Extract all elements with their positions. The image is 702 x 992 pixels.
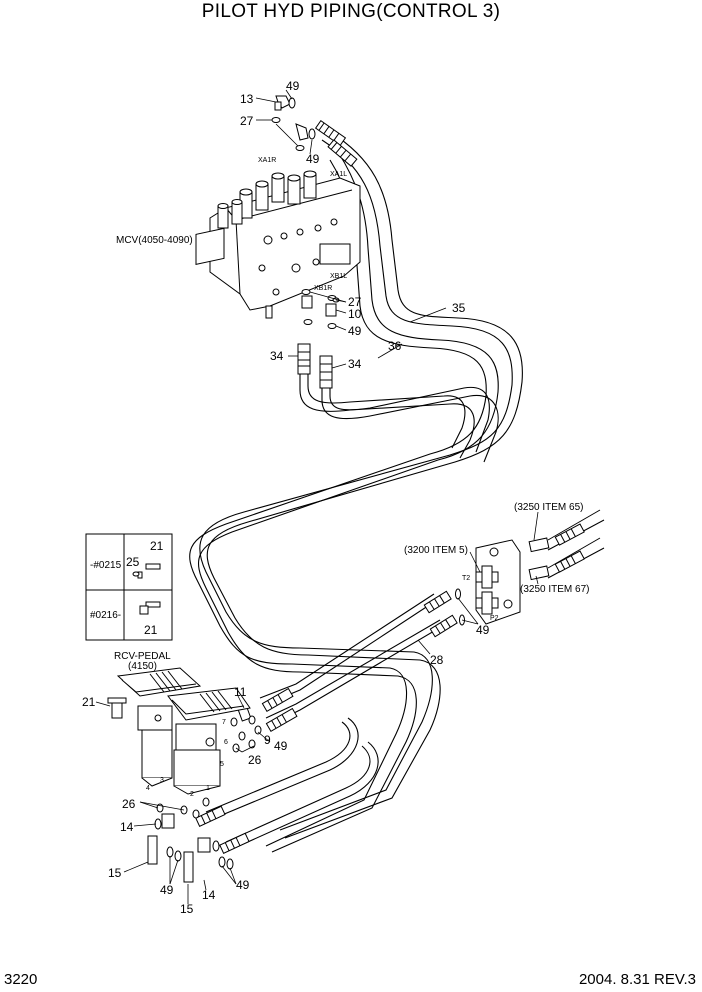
- callout-14-bottom: 14: [202, 888, 216, 902]
- inset-table: [85, 533, 173, 641]
- rcv-pedal-number: (4150): [128, 661, 157, 672]
- fitting-28-upper: [423, 590, 452, 614]
- callout-13: 13: [240, 92, 254, 106]
- callout-34-right: 34: [348, 357, 362, 371]
- mcv-label: MCV(4050-4090): [116, 235, 193, 246]
- port-6: 6: [224, 739, 228, 746]
- callout-15-left: 15: [108, 866, 122, 880]
- port-4: 4: [146, 785, 150, 792]
- callout-14-left: 14: [120, 820, 134, 834]
- connector-item67: [528, 565, 550, 581]
- hose-35-inner: [199, 139, 513, 831]
- fitting-34a: [297, 343, 311, 375]
- port-xb1l: XB1L: [330, 273, 347, 280]
- hose-36-outer: [198, 151, 499, 853]
- port-xb1r: XB1R: [314, 285, 332, 292]
- ref-3250-item65: (3250 ITEM 65): [514, 502, 583, 513]
- callout-27-low: 27: [348, 295, 362, 309]
- fitting-pedal-lower: [265, 707, 298, 733]
- callout-28: 28: [430, 653, 444, 667]
- ref-3200-item5: (3200 ITEM 5): [404, 545, 468, 556]
- port-3: 3: [160, 777, 164, 784]
- inset-part-25: 25: [126, 555, 140, 569]
- callout-34-left: 34: [270, 349, 284, 363]
- rcv-pedal-assembly: [107, 667, 251, 795]
- port-5: 5: [220, 761, 224, 768]
- oring-49-mid: [308, 128, 316, 140]
- page-title: PILOT HYD PIPING(CONTROL 3): [201, 1, 501, 22]
- callout-21-pedal: 21: [82, 695, 96, 709]
- elbow-27: [295, 123, 309, 141]
- hose-pedal-b-outer: [229, 741, 379, 851]
- fitting-top-b: [327, 139, 358, 167]
- revision-date: 2004. 8.31 REV.3: [578, 971, 696, 988]
- callout-26-b: 26: [122, 797, 136, 811]
- port-xa1l: XA1L: [330, 171, 347, 178]
- hose-28-lower-inner: [265, 619, 441, 719]
- callout-49-top: 49: [286, 79, 300, 93]
- port-p2: P2: [490, 615, 499, 622]
- mcv-valve-block: [195, 170, 361, 319]
- port-xa1r: XA1R: [258, 157, 276, 164]
- hose-34a-outer: [299, 370, 475, 459]
- fitting-bottom-b: [219, 832, 250, 854]
- callout-49-low: 49: [348, 324, 362, 338]
- callout-11: 11: [234, 685, 247, 699]
- callout-35: 35: [452, 301, 466, 315]
- fitting-pedal-upper: [261, 687, 294, 713]
- hose-34a-inner: [307, 368, 466, 449]
- hose-fittings: [195, 119, 458, 854]
- fitting-28-lower: [429, 614, 458, 638]
- fitting-bottom-a: [195, 805, 226, 827]
- fitting-top-a: [314, 119, 347, 146]
- leader-lines: [95, 89, 539, 904]
- callout-9: 9: [264, 733, 271, 747]
- hose-pedal-a-outer: [209, 717, 359, 821]
- hose-pedal-a-inner: [205, 721, 351, 813]
- hose-pedal-b-inner: [225, 745, 371, 843]
- inset-part-21-lower: 21: [144, 623, 158, 637]
- hose-36-inner: [189, 159, 487, 847]
- callout-15-bottom: 15: [180, 902, 194, 916]
- page-number: 3220: [4, 971, 38, 988]
- callout-36: 36: [388, 339, 402, 353]
- callout-49-mid: 49: [306, 152, 320, 166]
- inset-serial-lower: #0216-: [90, 610, 121, 621]
- callout-10: 10: [348, 307, 362, 321]
- callout-49-right: 49: [476, 623, 490, 637]
- callout-49-bottom-left: 49: [160, 883, 174, 897]
- inset-part-21-upper: 21: [150, 539, 164, 553]
- hose-34b-outer: [321, 388, 499, 463]
- port-7: 7: [222, 719, 226, 726]
- connector-item65: [528, 537, 550, 553]
- port-1: 1: [206, 785, 210, 792]
- hose-35-outer: [206, 131, 523, 839]
- inset-serial-upper: -#0215: [90, 560, 122, 571]
- callout-27-top: 27: [240, 114, 254, 128]
- elbow-13: [275, 95, 291, 109]
- port-t2: T2: [462, 575, 470, 582]
- t2-p2-block: [475, 509, 605, 625]
- hose-28-upper-inner: [259, 593, 435, 699]
- callout-26-a: 26: [248, 753, 262, 767]
- callout-49-bottom-right: 49: [236, 878, 250, 892]
- hose-34b-inner: [329, 386, 490, 453]
- ref-3250-item67: (3250 ITEM 67): [520, 584, 589, 595]
- rcv-pedal-label: RCV-PEDAL: [114, 651, 171, 662]
- oring-49-top: [288, 97, 296, 109]
- port-2: 2: [190, 791, 194, 798]
- callout-49-pedal: 49: [274, 739, 288, 753]
